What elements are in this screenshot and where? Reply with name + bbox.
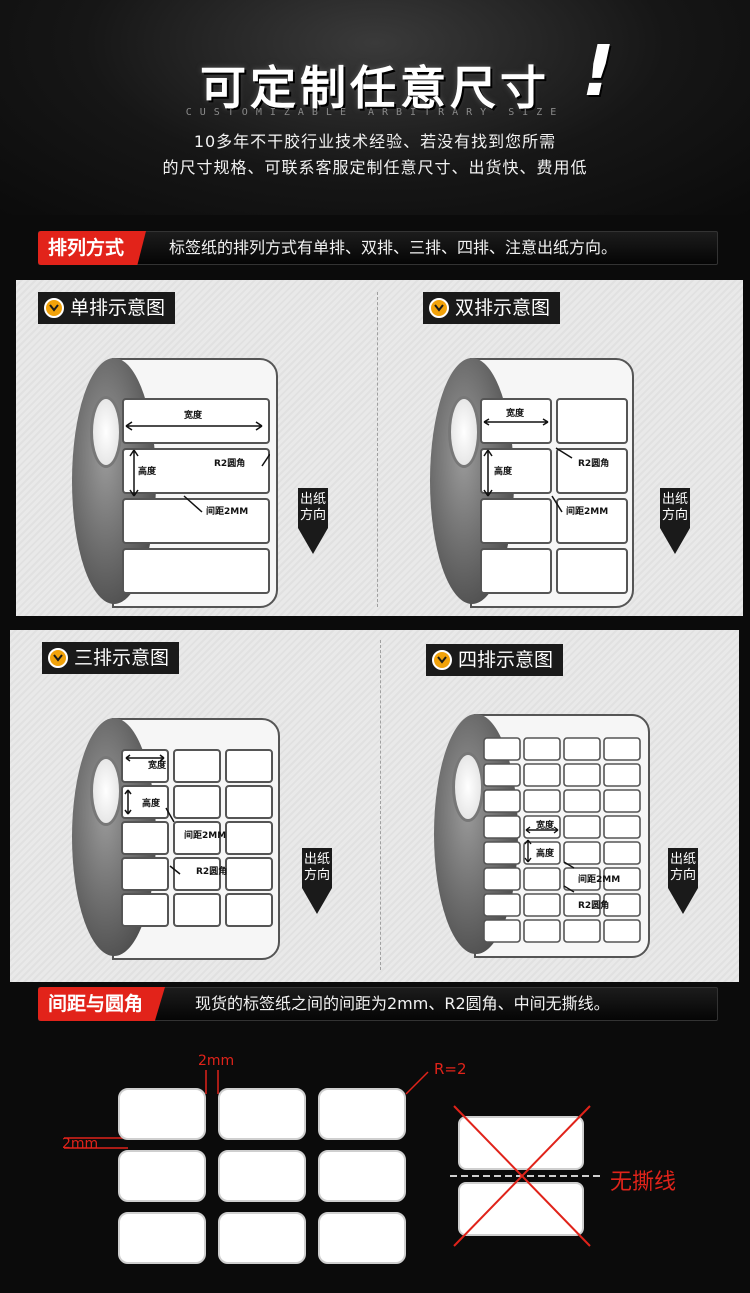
quad-row-label: 四排示意图	[426, 644, 564, 676]
label-cell	[480, 398, 552, 444]
arrow-down-icon	[660, 528, 690, 554]
feed-direction-label: 出纸方向	[668, 848, 698, 888]
diagram-panel-bottom: 三排示意图 宽度 高度 间距2MM R2圆角 出纸方向	[10, 630, 739, 982]
corner-label: R2圆角	[196, 867, 228, 877]
height-label: 高度	[142, 799, 161, 809]
height-label: 高度	[536, 849, 555, 859]
spacing-section-bar: 间距与圆角 现货的标签纸之间的间距为2mm、R2圆角、中间无撕线。	[38, 987, 718, 1021]
feed-direction-arrow: 出纸方向	[668, 848, 698, 914]
label-grid	[483, 737, 641, 943]
arrangement-section-bar: 排列方式 标签纸的排列方式有单排、双排、三排、四排、注意出纸方向。	[38, 231, 718, 265]
header-background	[0, 0, 750, 215]
gap-label: 间距2MM	[184, 831, 227, 841]
width-label: 宽度	[506, 409, 525, 419]
page-title: 可定制任意尺寸	[200, 61, 550, 115]
page-subtitle: CUSTOMIZABLE ARBITRARY SIZE	[185, 107, 565, 118]
feed-direction-arrow: 出纸方向	[298, 488, 328, 554]
label-cell	[556, 548, 628, 594]
label-cell	[480, 548, 552, 594]
arrangement-text: 标签纸的排列方式有单排、双排、三排、四排、注意出纸方向。	[169, 238, 618, 257]
label-cell	[556, 498, 628, 544]
height-label: 高度	[494, 467, 513, 477]
label-sample	[318, 1088, 406, 1140]
radius-label: R=2	[434, 1060, 467, 1078]
label-cell	[122, 398, 270, 444]
label-sample	[458, 1116, 584, 1170]
label-sample	[118, 1212, 206, 1264]
label-sample	[318, 1212, 406, 1264]
roll-hole	[452, 752, 484, 822]
label-cell	[122, 448, 270, 494]
label-sample	[458, 1182, 584, 1236]
panel-divider	[380, 640, 381, 970]
no-tear-label: 无撕线	[610, 1170, 677, 1195]
label-sample	[118, 1088, 206, 1140]
corner-label: R2圆角	[578, 459, 610, 469]
panel-divider	[377, 292, 378, 607]
single-row-label-text: 单排示意图	[70, 297, 166, 319]
quad-row-label-text: 四排示意图	[458, 649, 554, 671]
label-grid	[121, 749, 273, 927]
label-cell	[480, 448, 552, 494]
label-sample	[218, 1150, 306, 1202]
double-row-label: 双排示意图	[423, 292, 561, 324]
width-label: 宽度	[184, 411, 203, 421]
spacing-text: 现货的标签纸之间的间距为2mm、R2圆角、中间无撕线。	[195, 994, 610, 1013]
gap-label: 间距2MM	[566, 507, 609, 517]
triple-row-label: 三排示意图	[42, 642, 180, 674]
chevron-down-icon	[432, 650, 452, 670]
spacing-tag: 间距与圆角	[38, 987, 166, 1021]
roll-hole	[448, 396, 480, 468]
dimension-arrows	[483, 418, 573, 513]
width-label: 宽度	[148, 761, 167, 771]
arrangement-tag: 排列方式	[38, 231, 147, 265]
double-row-label-text: 双排示意图	[455, 297, 551, 319]
feed-direction-label: 出纸方向	[660, 488, 690, 528]
label-sample	[118, 1150, 206, 1202]
label-sample	[218, 1212, 306, 1264]
arrow-down-icon	[668, 888, 698, 914]
width-label: 宽度	[536, 821, 555, 831]
corner-label: R2圆角	[578, 901, 610, 911]
diagram-panel-top: 单排示意图 宽度 高度 R2圆角 间距2MM 出纸方向 双排示意图	[16, 280, 743, 616]
gap-label: 间距2MM	[206, 507, 249, 517]
cross-out-icon	[450, 1105, 600, 1247]
single-row-label: 单排示意图	[38, 292, 176, 324]
label-cell	[480, 498, 552, 544]
label-cell	[122, 548, 270, 594]
triple-row-label-text: 三排示意图	[74, 647, 170, 669]
label-cell	[556, 398, 628, 444]
intro-line-1: 10多年不干胶行业技术经验、若没有找到您所需	[193, 132, 557, 151]
feed-direction-label: 出纸方向	[302, 848, 332, 888]
gap-top-label: 2mm	[198, 1053, 235, 1069]
label-sample	[218, 1088, 306, 1140]
feed-direction-arrow: 出纸方向	[660, 488, 690, 554]
gap-label: 间距2MM	[578, 875, 621, 885]
label-sample	[318, 1150, 406, 1202]
intro-line-2: 的尺寸规格、可联系客服定制任意尺寸、出货快、费用低	[162, 158, 588, 177]
dimension-arrows	[125, 421, 270, 513]
height-label: 高度	[138, 467, 157, 477]
roll-hole	[90, 396, 122, 468]
measure-lines	[64, 1070, 429, 1149]
roll-hole	[90, 756, 122, 826]
chevron-down-icon	[429, 298, 449, 318]
arrow-down-icon	[298, 528, 328, 554]
arrow-down-icon	[302, 888, 332, 914]
corner-label: R2圆角	[214, 459, 246, 469]
chevron-down-icon	[44, 298, 64, 318]
chevron-down-icon	[48, 648, 68, 668]
feed-direction-arrow: 出纸方向	[302, 848, 332, 914]
feed-direction-label: 出纸方向	[298, 488, 328, 528]
